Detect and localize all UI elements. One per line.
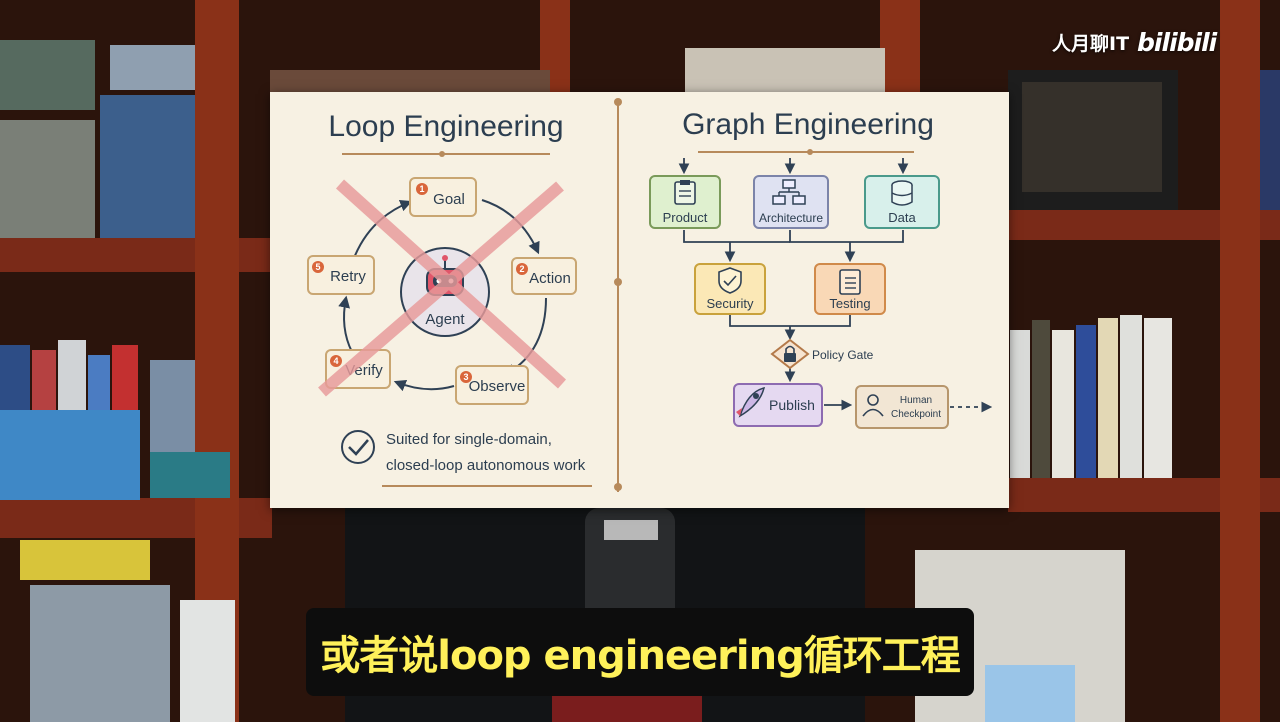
bilibili-logo: bilibili	[1137, 28, 1217, 57]
step-observe: 3 Observe	[455, 365, 529, 405]
rocket-icon	[736, 386, 766, 418]
node-data: Data	[864, 175, 940, 229]
node-publish: Publish	[733, 383, 823, 427]
node-label: Human	[900, 395, 932, 406]
person-icon	[862, 394, 884, 417]
node-human-checkpoint: Human Checkpoint	[855, 385, 949, 429]
note-line-2: closed-loop autonomous work	[386, 457, 586, 474]
node-label: Checkpoint	[891, 409, 941, 420]
cross-out-mark	[318, 179, 567, 397]
node-policy-gate: Policy Gate	[770, 338, 874, 370]
step-label: Retry	[330, 268, 366, 285]
hierarchy-icon	[772, 179, 806, 205]
node-label: Publish	[769, 397, 815, 413]
node-label: Policy Gate	[812, 348, 874, 362]
step-number: 1	[419, 184, 424, 194]
node-architecture: Architecture	[753, 175, 829, 229]
step-label: Goal	[433, 191, 465, 208]
divider-dot	[614, 98, 622, 106]
slide: Loop Engineering Agent 1 Goal	[270, 92, 1009, 508]
node-product: Product	[649, 175, 721, 229]
step-label: Observe	[469, 378, 526, 395]
database-icon	[891, 180, 913, 206]
node-label: Security	[707, 296, 754, 311]
clipboard-icon	[674, 180, 696, 205]
graph-connectors	[678, 158, 993, 413]
subtitle-text: 或者说loop engineering循环工程	[320, 633, 960, 679]
agent-label: Agent	[425, 311, 465, 328]
node-security: Security	[694, 263, 766, 315]
node-label: Product	[663, 210, 708, 225]
step-retry: 5 Retry	[307, 255, 375, 295]
step-number: 3	[463, 372, 468, 382]
step-number: 4	[333, 356, 338, 366]
step-number: 2	[519, 264, 524, 274]
lock-icon	[784, 345, 796, 362]
divider-dot	[614, 278, 622, 286]
node-testing: Testing	[814, 263, 886, 315]
checkmark-icon	[341, 430, 375, 464]
node-label: Architecture	[759, 211, 823, 225]
video-subtitle: 或者说loop engineering循环工程	[306, 608, 974, 696]
shield-icon	[718, 267, 742, 294]
step-action: 2 Action	[511, 257, 577, 295]
node-label: Data	[888, 210, 916, 225]
graph-title: Graph Engineering	[682, 108, 934, 141]
divider-dot	[614, 483, 622, 491]
note-line-1: Suited for single-domain,	[386, 431, 552, 448]
slide-diagram: Loop Engineering Agent 1 Goal	[307, 98, 993, 492]
step-verify: 4 Verify	[325, 349, 391, 389]
channel-name: 人月聊IT	[1052, 33, 1130, 55]
step-label: Action	[529, 270, 571, 287]
channel-watermark: 人月聊IT bilibili	[1052, 28, 1217, 57]
step-goal: 1 Goal	[409, 177, 477, 217]
checklist-icon	[839, 269, 861, 295]
node-label: Testing	[829, 296, 870, 311]
loop-title: Loop Engineering	[328, 110, 563, 143]
step-number: 5	[315, 262, 320, 272]
